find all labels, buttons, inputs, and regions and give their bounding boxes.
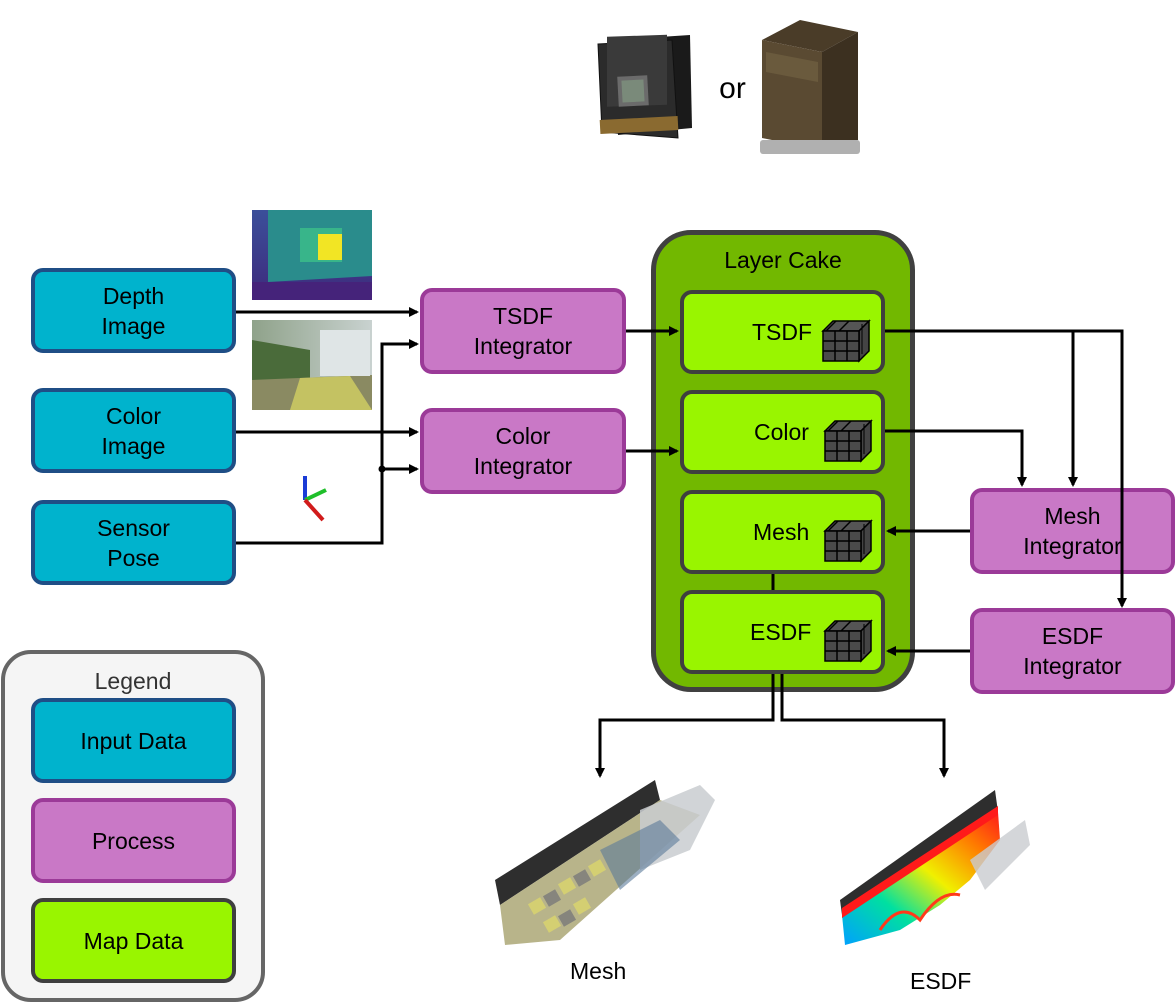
jetson-module-icon [597, 34, 692, 139]
legend-map-label: Map Data [83, 927, 184, 954]
esdf-output-rendering [840, 790, 1030, 945]
color-image-node: Color Image [31, 388, 236, 473]
esdf-layer-label: ESDF [750, 619, 812, 645]
sensor-pose-label: Sensor Pose [97, 514, 170, 571]
workstation-icon [760, 20, 860, 154]
tsdf-layer-label: TSDF [752, 319, 813, 345]
depth-image-node: Depth Image [31, 268, 236, 353]
layer-cake-title: Layer Cake [724, 247, 842, 273]
color-layer-label: Color [754, 419, 809, 445]
legend-title: Legend [94, 668, 172, 694]
mesh-integrator-label: Mesh Integrator [1023, 503, 1122, 559]
color-integrator-label: Color Integrator [473, 423, 573, 479]
esdf-integrator-node: ESDF Integrator [970, 608, 1175, 694]
legend-map-data: Map Data [31, 898, 236, 983]
color-image-label: Color Image [101, 402, 166, 459]
esdf-integrator-label: ESDF Integrator [1023, 623, 1122, 679]
legend-input-label: Input Data [80, 727, 187, 754]
mesh-integrator-node: Mesh Integrator [970, 488, 1175, 574]
tsdf-integrator-node: TSDF Integrator [420, 288, 626, 374]
esdf-output-label: ESDF [910, 968, 972, 994]
color-integrator-node: Color Integrator [420, 408, 626, 494]
sensor-pose-node: Sensor Pose [31, 500, 236, 585]
or-label: or [719, 72, 746, 105]
legend-input-data: Input Data [31, 698, 236, 783]
color-image-thumbnail [252, 320, 372, 410]
pose-axes-icon [303, 476, 327, 522]
depth-image-label: Depth Image [101, 282, 166, 339]
mesh-layer-label: Mesh [753, 519, 810, 545]
mesh-output-rendering [495, 780, 715, 945]
mesh-output-label: Mesh [570, 958, 627, 984]
legend-process: Process [31, 798, 236, 883]
legend-process-label: Process [91, 827, 176, 854]
depth-image-thumbnail [252, 210, 372, 300]
tsdf-integrator-label: TSDF Integrator [473, 303, 573, 359]
